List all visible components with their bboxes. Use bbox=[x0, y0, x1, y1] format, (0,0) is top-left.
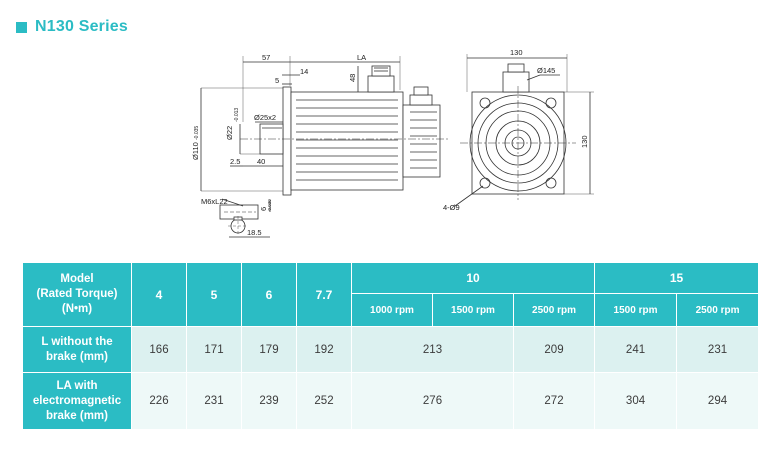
torque-4: 4 bbox=[131, 262, 187, 327]
table-cell: 241 bbox=[594, 326, 678, 373]
series-title: N130 Series bbox=[16, 18, 128, 36]
row-header-l: L without the brake (mm) bbox=[22, 326, 132, 373]
table-cell: 272 bbox=[512, 372, 596, 430]
torque-6: 6 bbox=[241, 262, 297, 327]
table-cell: 179 bbox=[241, 326, 297, 373]
torque-15: 15 bbox=[594, 262, 760, 294]
dim-5: 5 bbox=[275, 76, 279, 85]
rpm-15-2500: 2500 rpm bbox=[676, 293, 760, 327]
dim-130-width: 130 bbox=[510, 48, 523, 57]
torque-7-7: 7.7 bbox=[296, 262, 352, 327]
model-header: Model (Rated Torque) (N•m) bbox=[22, 262, 132, 327]
dim-14: 14 bbox=[300, 67, 308, 76]
rpm-15-1500: 1500 rpm bbox=[594, 293, 678, 327]
dim-holes: 4-Ø9 bbox=[443, 203, 460, 212]
dim-22: Ø22 bbox=[225, 126, 234, 140]
dim-57: 57 bbox=[262, 53, 270, 62]
dim-m6: M6xL22 bbox=[201, 197, 228, 206]
rpm-10-1500: 1500 rpm bbox=[432, 293, 514, 327]
row-header-la: LA with electromagnetic brake (mm) bbox=[22, 372, 132, 430]
table-row: LA with electromagnetic brake (mm) 226 2… bbox=[22, 372, 760, 430]
spec-table: Model (Rated Torque) (N•m) 4 5 6 7.7 10 … bbox=[22, 262, 760, 430]
title-square-icon bbox=[16, 21, 27, 33]
title-text: N130 Series bbox=[35, 18, 128, 35]
dim-48: 48 bbox=[348, 74, 357, 82]
table-cell: 171 bbox=[186, 326, 242, 373]
torque-10: 10 bbox=[350, 262, 596, 294]
dim-2-5: 2.5 bbox=[230, 157, 240, 166]
table-cell: 294 bbox=[676, 372, 760, 430]
dim-25x2: Ø25x2 bbox=[254, 113, 276, 122]
dim-6: 6 bbox=[259, 207, 268, 211]
dim-110: Ø110 bbox=[191, 142, 200, 160]
table-cell: 231 bbox=[186, 372, 242, 430]
table-cell: 276 bbox=[351, 372, 514, 430]
table-cell: 231 bbox=[676, 326, 760, 373]
table-cell: 304 bbox=[594, 372, 678, 430]
table-cell: 213 bbox=[351, 326, 514, 373]
dim-6-tol: -0.030 bbox=[267, 199, 272, 212]
dim-145: Ø145 bbox=[537, 66, 555, 75]
motor-dimension-drawing: 57 14 5 48 LA Ø22 -0.013 Ø25x2 Ø110 -0.0… bbox=[191, 48, 594, 238]
table-cell: 239 bbox=[241, 372, 297, 430]
table-row: L without the brake (mm) 166 171 179 192… bbox=[22, 326, 760, 373]
rpm-10-1000: 1000 rpm bbox=[351, 293, 433, 327]
table-cell: 252 bbox=[296, 372, 352, 430]
dim-130-height: 130 bbox=[580, 135, 589, 148]
rpm-10-2500: 2500 rpm bbox=[512, 293, 596, 327]
table-cell: 192 bbox=[296, 326, 352, 373]
table-cell: 209 bbox=[512, 326, 596, 373]
table-cell: 166 bbox=[131, 326, 187, 373]
dim-40: 40 bbox=[257, 157, 265, 166]
dim-110-tol: -0.035 bbox=[194, 126, 200, 140]
torque-5: 5 bbox=[186, 262, 242, 327]
dim-22-tol: -0.013 bbox=[234, 108, 240, 122]
table-cell: 226 bbox=[131, 372, 187, 430]
dim-la: LA bbox=[357, 53, 366, 62]
dim-18-5: 18.5 bbox=[247, 228, 262, 237]
